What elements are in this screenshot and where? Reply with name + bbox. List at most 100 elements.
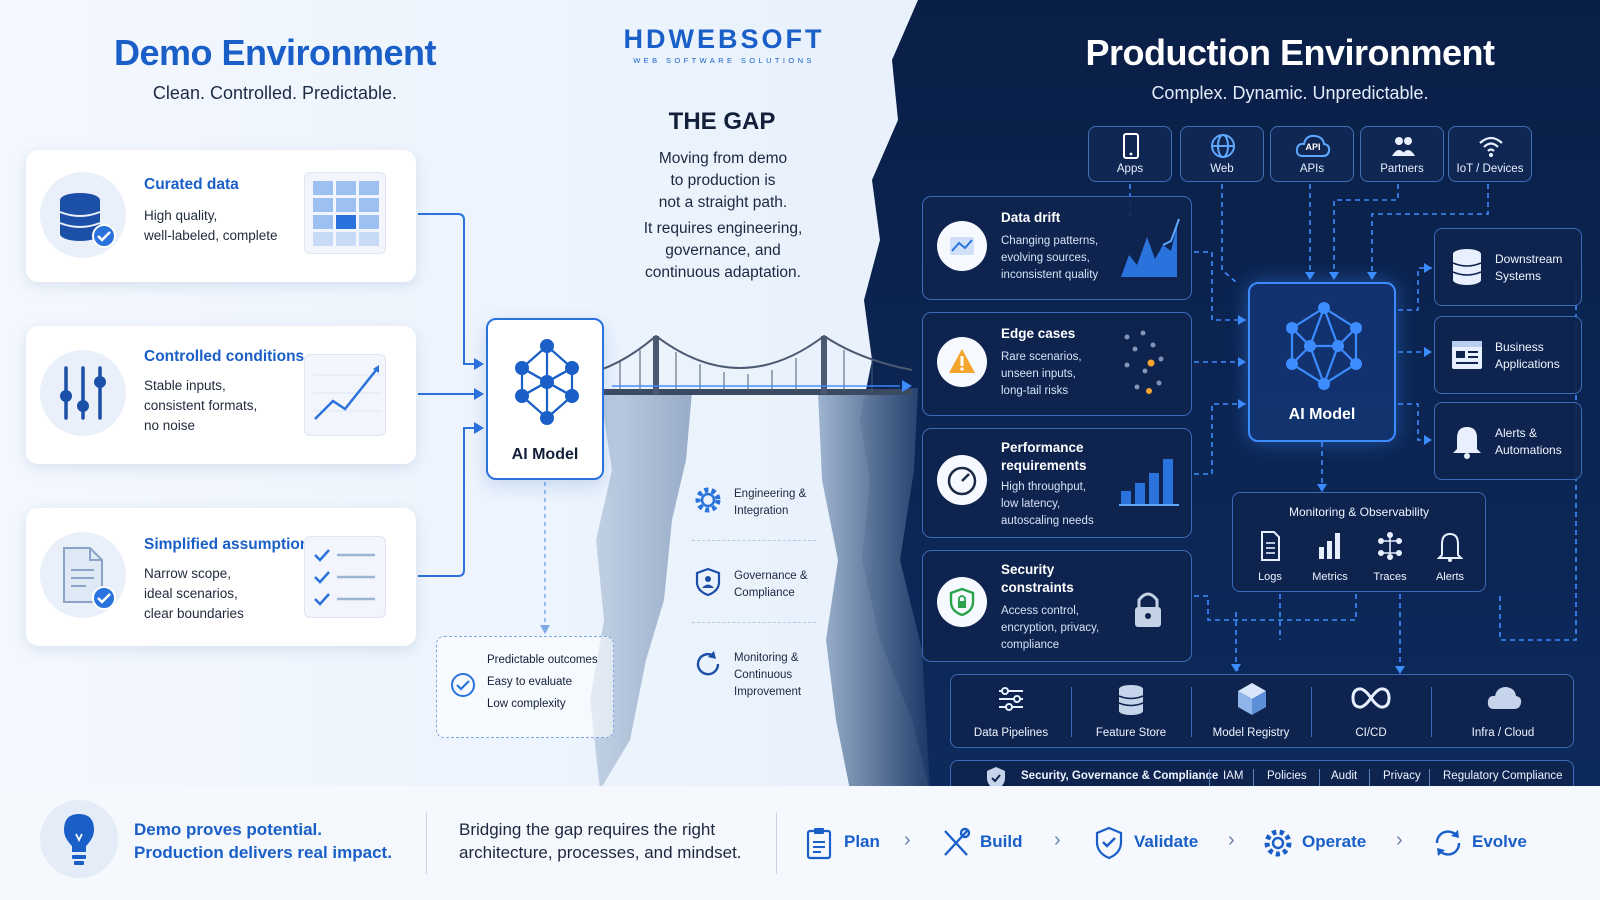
cloud-icon — [1487, 687, 1522, 709]
bell-icon — [1453, 427, 1481, 459]
card-curated-data: Curated data High quality, well-labeled,… — [26, 150, 416, 282]
chevron-right-icon: › — [1054, 829, 1061, 851]
challenge-text: Access control,encryption, privacy,compl… — [1001, 605, 1100, 651]
source-label: Apps — [1116, 163, 1144, 175]
challenge-title: Data drift — [1001, 210, 1061, 225]
infrastructure-bar: Data Pipelines Feature Store Model Regis… — [950, 674, 1574, 748]
step-label: Plan — [844, 832, 880, 851]
database-icon — [1452, 249, 1482, 285]
security-item: Audit — [1331, 770, 1358, 782]
card-title: Simplified assumptions — [144, 536, 318, 553]
gap-text: Moving from demo to production is not a … — [630, 148, 816, 214]
gap-item-monitoring: Monitoring &Continuous Improvement — [692, 648, 852, 698]
step-evolve: Evolve — [1432, 826, 1552, 860]
source-web: Web — [1180, 126, 1264, 182]
divider — [1429, 769, 1430, 787]
bottom-lead: Demo proves potential. Production delive… — [134, 818, 424, 864]
clipboard-icon — [806, 828, 832, 860]
challenge-edge-cases: Edge cases Rare scenarios,unseen inputs,… — [922, 312, 1192, 416]
lightbulb-icon — [40, 800, 118, 878]
card-title: Curated data — [144, 176, 239, 193]
demo-subtitle: Clean. Controlled. Predictable. — [152, 83, 398, 103]
check-circle-icon — [451, 673, 475, 697]
chevron-right-icon: › — [904, 829, 911, 851]
refresh-cycle-icon — [1435, 830, 1461, 856]
message-line: Bridging the gap requires the right — [459, 820, 716, 839]
model-label: AI Model — [1288, 406, 1356, 423]
source-label: Partners — [1380, 163, 1424, 175]
production-title: Production Environment — [1085, 32, 1495, 73]
logo-tagline: WEB SOFTWARE SOLUTIONS — [633, 56, 815, 65]
neural-network-icon — [1286, 302, 1362, 390]
gap-item-label: Governance &Compliance — [734, 570, 808, 599]
shield-lock-icon — [937, 577, 987, 627]
hdwebsoft-logo: HDWEBSOFT WEB SOFTWARE SOLUTIONS — [612, 24, 836, 68]
mountain-chart-icon — [937, 221, 987, 271]
area-chart-icon — [1121, 218, 1180, 277]
trace-network-icon — [1378, 532, 1402, 560]
bottom-message: Bridging the gap requires the right arch… — [459, 818, 759, 864]
checklist-icon — [304, 536, 386, 618]
gap-title: THE GAP — [668, 108, 776, 135]
globe-icon — [1211, 134, 1235, 158]
api-badge: API — [1305, 142, 1321, 152]
infra-cloud: Infra / Cloud — [1431, 675, 1575, 747]
warning-icon — [937, 337, 987, 387]
divider — [1071, 687, 1072, 737]
infra-model-registry: Model Registry — [1191, 675, 1311, 747]
monitoring-traces: Traces — [1361, 529, 1419, 585]
production-subtitle: Complex. Dynamic. Unpredictable. — [1151, 83, 1429, 103]
step-validate: Validate — [1094, 826, 1214, 860]
card-line: High quality, — [144, 208, 218, 223]
challenge-text: Changing patterns,evolving sources,incon… — [1001, 235, 1099, 281]
production-ai-model: AI Model — [1248, 282, 1396, 442]
monitoring-title: Monitoring & Observability — [1288, 505, 1430, 519]
wifi-icon — [1479, 136, 1503, 157]
card-controlled-conditions: Controlled conditions Stable inputs, con… — [26, 326, 416, 464]
infra-data-pipelines: Data Pipelines — [951, 675, 1071, 747]
gap-line: It requires engineering, — [643, 220, 803, 237]
source-iot-devices: IoT / Devices — [1448, 126, 1532, 182]
card-line: ideal scenarios, — [144, 586, 238, 601]
shield-person-icon — [695, 567, 721, 597]
gap-line: continuous adaptation. — [645, 264, 801, 281]
database-check-icon — [40, 172, 126, 258]
outcome-item: Low complexity — [487, 698, 566, 710]
gap-line: not a straight path. — [658, 194, 788, 211]
card-text: High quality, well-labeled, complete — [144, 206, 304, 246]
step-operate: Operate — [1262, 826, 1386, 860]
shield-check-icon — [987, 767, 1005, 789]
divider — [1209, 769, 1210, 787]
padlock-icon — [1135, 592, 1161, 627]
step-label: Build — [980, 832, 1023, 851]
pipeline-icon — [999, 687, 1023, 711]
card-simplified-assumptions: Simplified assumptions Narrow scope, ide… — [26, 508, 416, 646]
security-item: IAM — [1223, 770, 1244, 782]
model-label: AI Model — [511, 446, 579, 463]
tools-icon — [944, 827, 971, 856]
challenge-title: Edge cases — [1001, 326, 1076, 341]
step-plan: Plan — [804, 826, 914, 860]
card-text: Narrow scope, ideal scenarios, clear bou… — [144, 564, 304, 624]
monitoring-observability: Monitoring & Observability Logs Metrics … — [1232, 492, 1486, 592]
card-line: clear boundaries — [144, 606, 244, 621]
gear-icon — [1264, 829, 1292, 857]
document-check-icon — [40, 532, 126, 618]
sliders-icon — [40, 350, 126, 436]
neural-network-icon — [515, 339, 579, 425]
demo-outcomes: Predictable outcomes Easy to evaluate Lo… — [436, 636, 614, 738]
divider — [1253, 769, 1254, 787]
output-alerts-automations: Alerts &Automations — [1434, 402, 1582, 480]
bell-icon — [1436, 532, 1464, 562]
card-line: Narrow scope, — [144, 566, 232, 581]
speedometer-icon — [937, 455, 987, 505]
card-text: Stable inputs, consistent formats, no no… — [144, 376, 304, 436]
step-label: Evolve — [1472, 832, 1527, 851]
outcome-item: Easy to evaluate — [487, 676, 573, 688]
infra-ci-cd: CI/CD — [1311, 675, 1431, 747]
